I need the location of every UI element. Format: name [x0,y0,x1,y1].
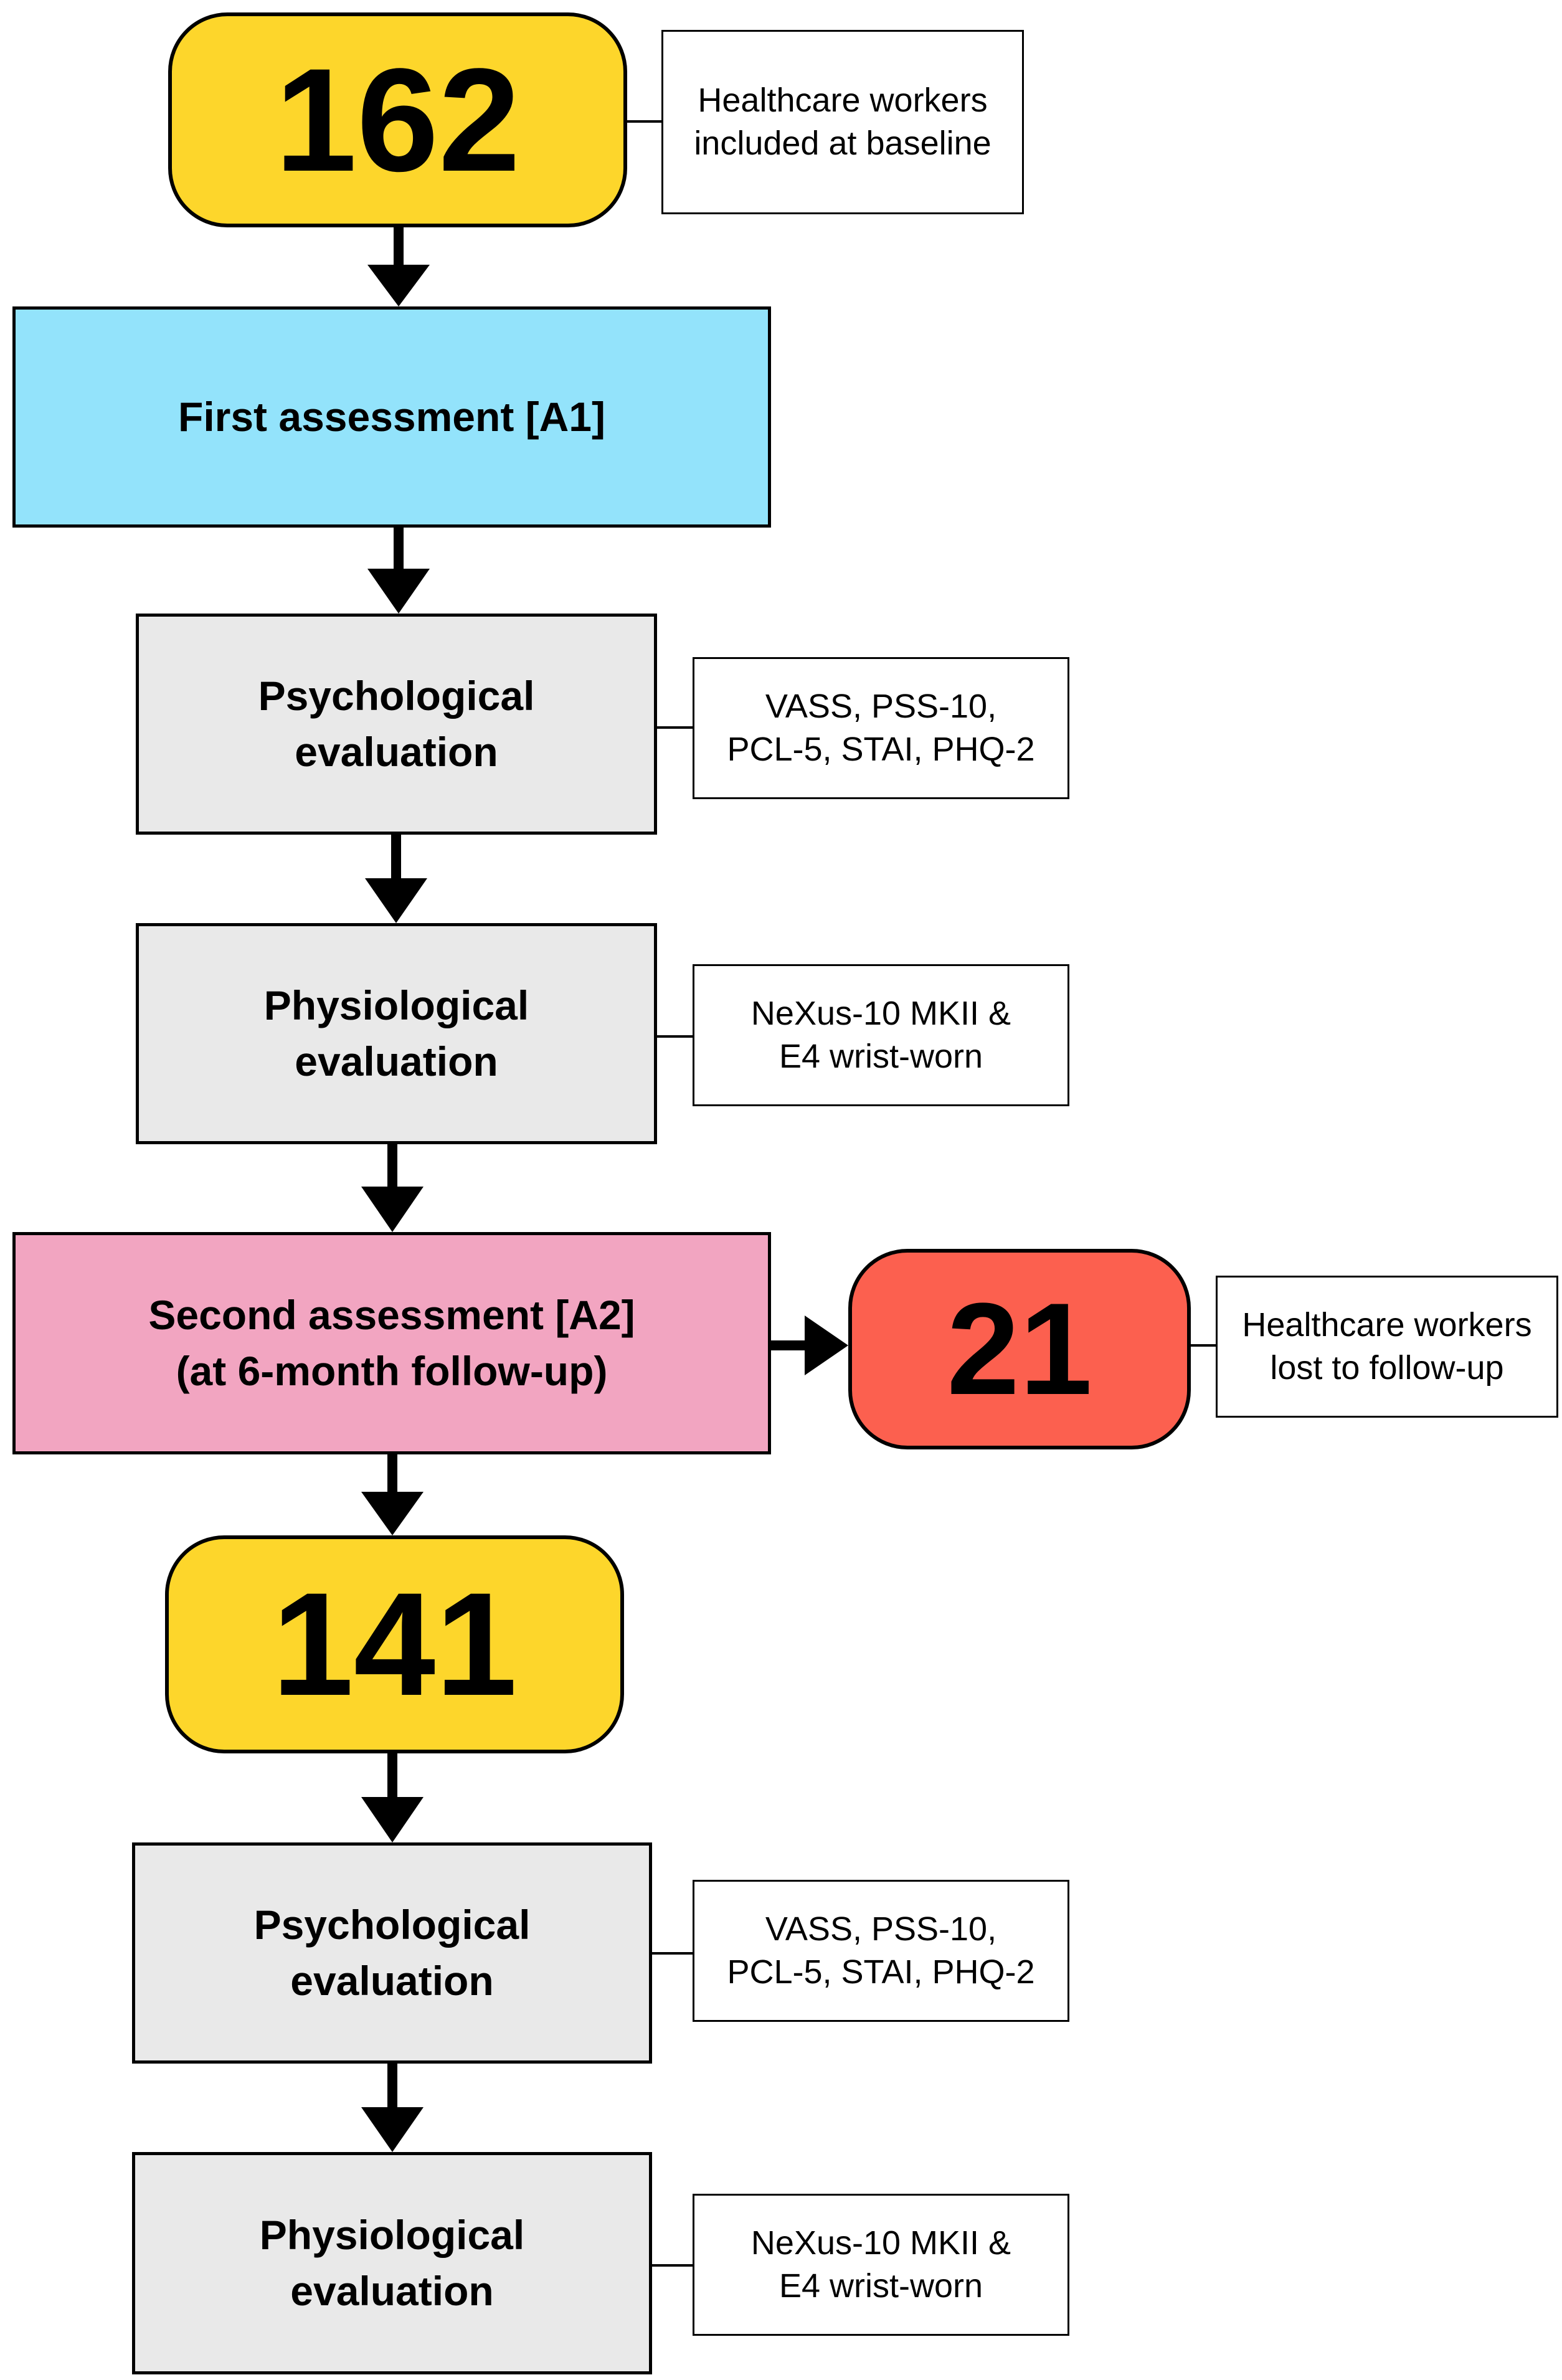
a1-psychological-box: Psychological evaluation [136,614,657,835]
first-assessment-label: First assessment [A1] [178,393,605,440]
baseline-count: 162 [275,37,521,202]
lost-count: 21 [947,1276,1092,1422]
a1-physiological-box: Physiological evaluation [136,923,657,1144]
arrowhead-a1-to-psych [367,569,430,614]
a2-psychological-note: VASS, PSS-10, PCL-5, STAI, PHQ-2 [693,1880,1069,2022]
baseline-note-line-2: included at baseline [694,125,992,162]
a2-physiological-line-1: Physiological [259,2212,525,2259]
arrowhead-psych2-to-physio2 [361,2107,424,2152]
a1-psychological-line-2: evaluation [295,728,498,775]
second-assessment-line-1: Second assessment [A2] [148,1292,635,1339]
a1-physiological-note-line-2: E4 wrist-worn [779,1038,983,1075]
a1-psychological-note: VASS, PSS-10, PCL-5, STAI, PHQ-2 [693,657,1069,799]
a2-physiological-box: Physiological evaluation [132,2152,652,2374]
lost-count-box: 21 [848,1249,1191,1449]
baseline-note-line-1: Healthcare workers [698,81,988,119]
baseline-count-box: 162 [168,12,627,227]
arrowhead-141-to-psych2 [361,1797,424,1842]
second-assessment-box: Second assessment [A2] (at 6-month follo… [12,1232,771,1454]
a2-psychological-line-1: Psychological [253,1902,531,1948]
a1-physiological-note: NeXus-10 MKII & E4 wrist-worn [693,964,1069,1106]
a2-physiological-note-line-2: E4 wrist-worn [779,2267,983,2305]
followup-count-box: 141 [165,1535,624,1753]
a2-psychological-line-2: evaluation [290,1957,494,2004]
second-assessment-line-2: (at 6-month follow-up) [176,1347,608,1394]
a2-physiological-line-2: evaluation [290,2267,494,2314]
arrowhead-a2-to-lost [805,1316,848,1375]
a1-physiological-line-2: evaluation [295,1038,498,1084]
a2-physiological-note-line-1: NeXus-10 MKII & [750,2224,1011,2262]
first-assessment-box: First assessment [A1] [12,306,771,528]
lost-note-line-2: lost to follow-up [1270,1349,1504,1387]
arrowhead-psych-to-physio [365,878,427,923]
a1-psychological-note-line-2: PCL-5, STAI, PHQ-2 [727,731,1035,768]
baseline-note: Healthcare workers included at baseline [661,30,1024,214]
arrowhead-a2-to-141 [361,1492,424,1535]
lost-note-line-1: Healthcare workers [1242,1306,1532,1344]
a2-psychological-note-line-1: VASS, PSS-10, [765,1910,997,1948]
arrowhead-physio-to-a2 [361,1187,424,1232]
a2-psychological-box: Psychological evaluation [132,1842,652,2064]
a2-physiological-note: NeXus-10 MKII & E4 wrist-worn [693,2194,1069,2336]
a1-psychological-note-line-1: VASS, PSS-10, [765,687,997,725]
a2-psychological-note-line-2: PCL-5, STAI, PHQ-2 [727,1953,1035,1991]
a1-physiological-line-1: Physiological [263,982,529,1029]
lost-note: Healthcare workers lost to follow-up [1216,1276,1558,1418]
arrowhead-baseline-to-a1 [367,265,430,306]
a1-physiological-note-line-1: NeXus-10 MKII & [750,994,1011,1032]
followup-count: 141 [272,1562,518,1727]
a1-psychological-line-1: Psychological [258,673,535,719]
